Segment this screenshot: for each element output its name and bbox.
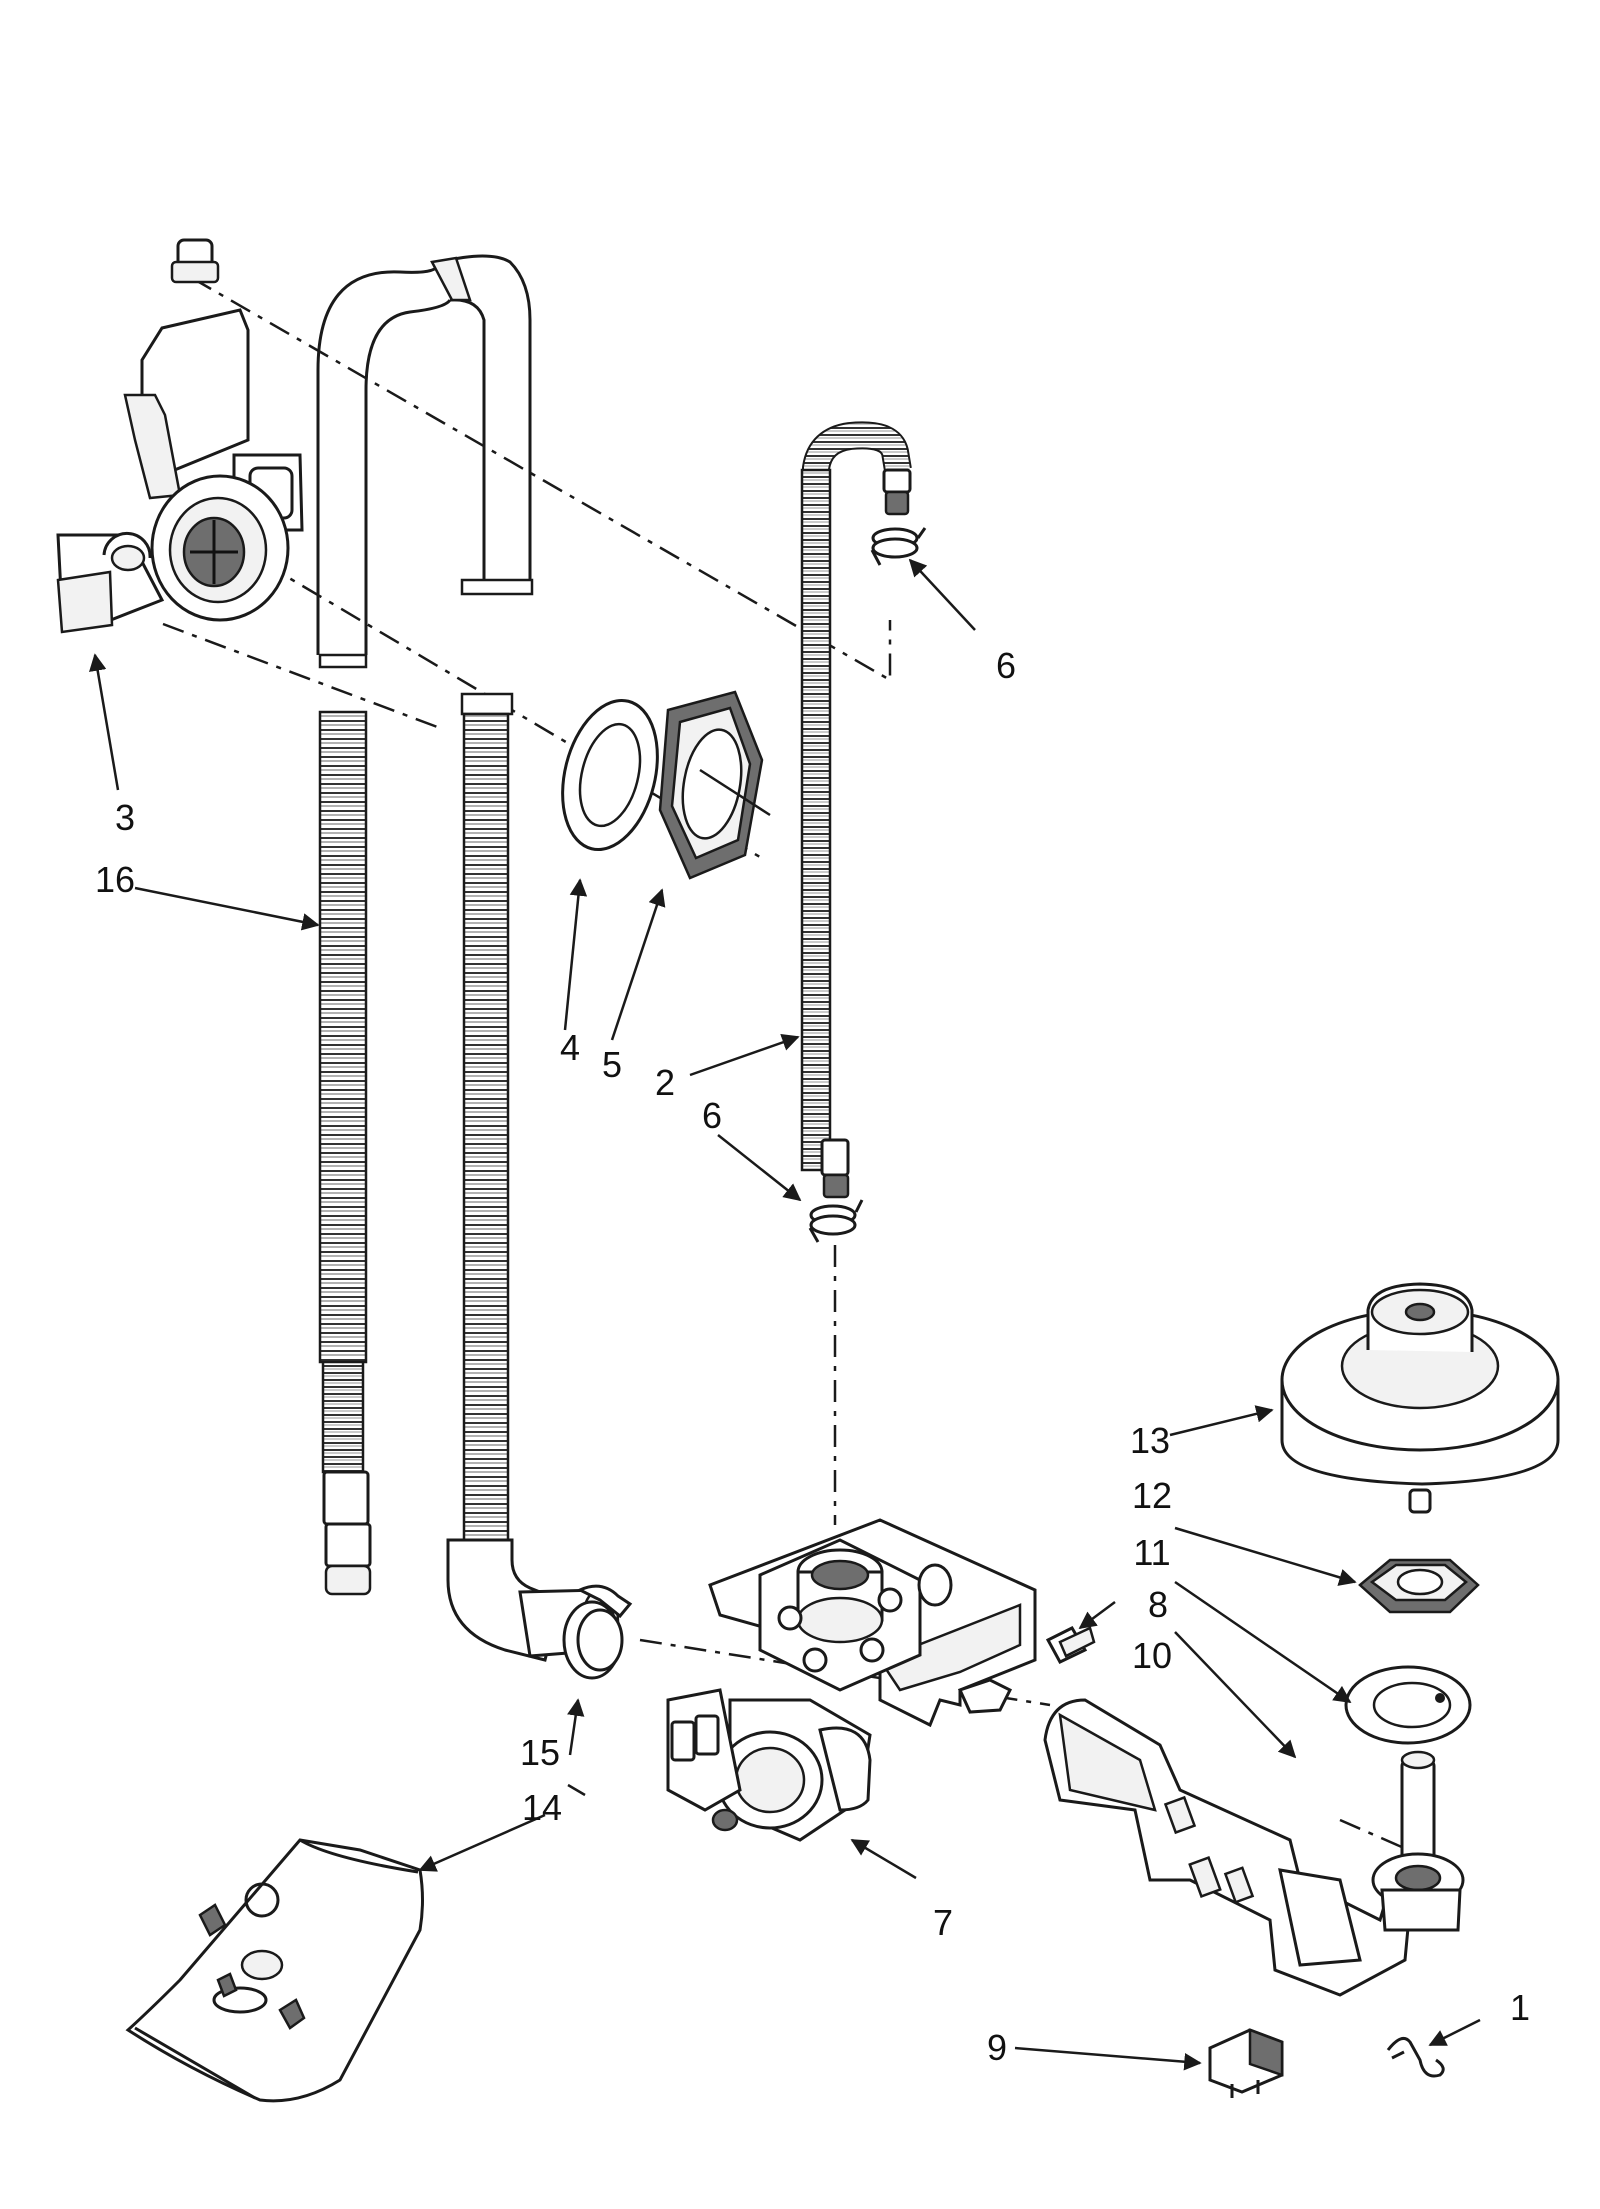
gasket-part-11 [1344, 1665, 1472, 1745]
clip-part-1 [1386, 2036, 1445, 2078]
callout-6-top: 6 [996, 645, 1016, 686]
callout-labels: 1 2 3 4 5 6 6 7 8 9 10 11 12 13 14 15 16 [95, 645, 1530, 2068]
hardware-bag-part-14 [125, 1838, 424, 2103]
callout-5: 5 [602, 1044, 622, 1085]
callout-7: 7 [933, 1902, 953, 1943]
callout-10: 10 [1132, 1635, 1172, 1676]
callout-8: 8 [1148, 1584, 1168, 1625]
callout-3: 3 [115, 797, 135, 838]
float-nut-part-12 [1358, 1558, 1480, 1614]
callout-11: 11 [1133, 1532, 1170, 1573]
spring-clamp-part-15 [562, 1584, 633, 1680]
drain-manifold-part-3 [56, 238, 304, 634]
callout-2: 2 [655, 1062, 675, 1103]
washer-part-4 [561, 698, 659, 852]
hose-clamp-part-6-top [870, 527, 927, 566]
callout-14: 14 [522, 1787, 562, 1828]
screw-part-8 [1045, 1626, 1096, 1664]
leader-lines [89, 558, 1481, 2071]
callout-15: 15 [520, 1732, 560, 1773]
callout-4: 4 [560, 1027, 580, 1068]
assembly-guide-lines [162, 276, 1421, 1857]
callout-1: 1 [1510, 1987, 1530, 2028]
inlet-valve-part-7 [666, 1518, 1037, 1842]
hex-nut-part-5 [658, 690, 771, 880]
micro-switch-part-9 [1208, 2028, 1284, 2098]
callout-16: 16 [95, 859, 135, 900]
callout-6-bottom: 6 [702, 1095, 722, 1136]
hose-clamp-part-6-bottom [808, 1199, 864, 1243]
float-switch-bracket-part-10 [1043, 1698, 1465, 1997]
callout-9: 9 [987, 2027, 1007, 2068]
fill-hose-part-2 [800, 421, 912, 1199]
float-part-13 [1280, 1282, 1560, 1514]
callout-13: 13 [1130, 1420, 1170, 1461]
callout-12: 12 [1132, 1475, 1172, 1516]
